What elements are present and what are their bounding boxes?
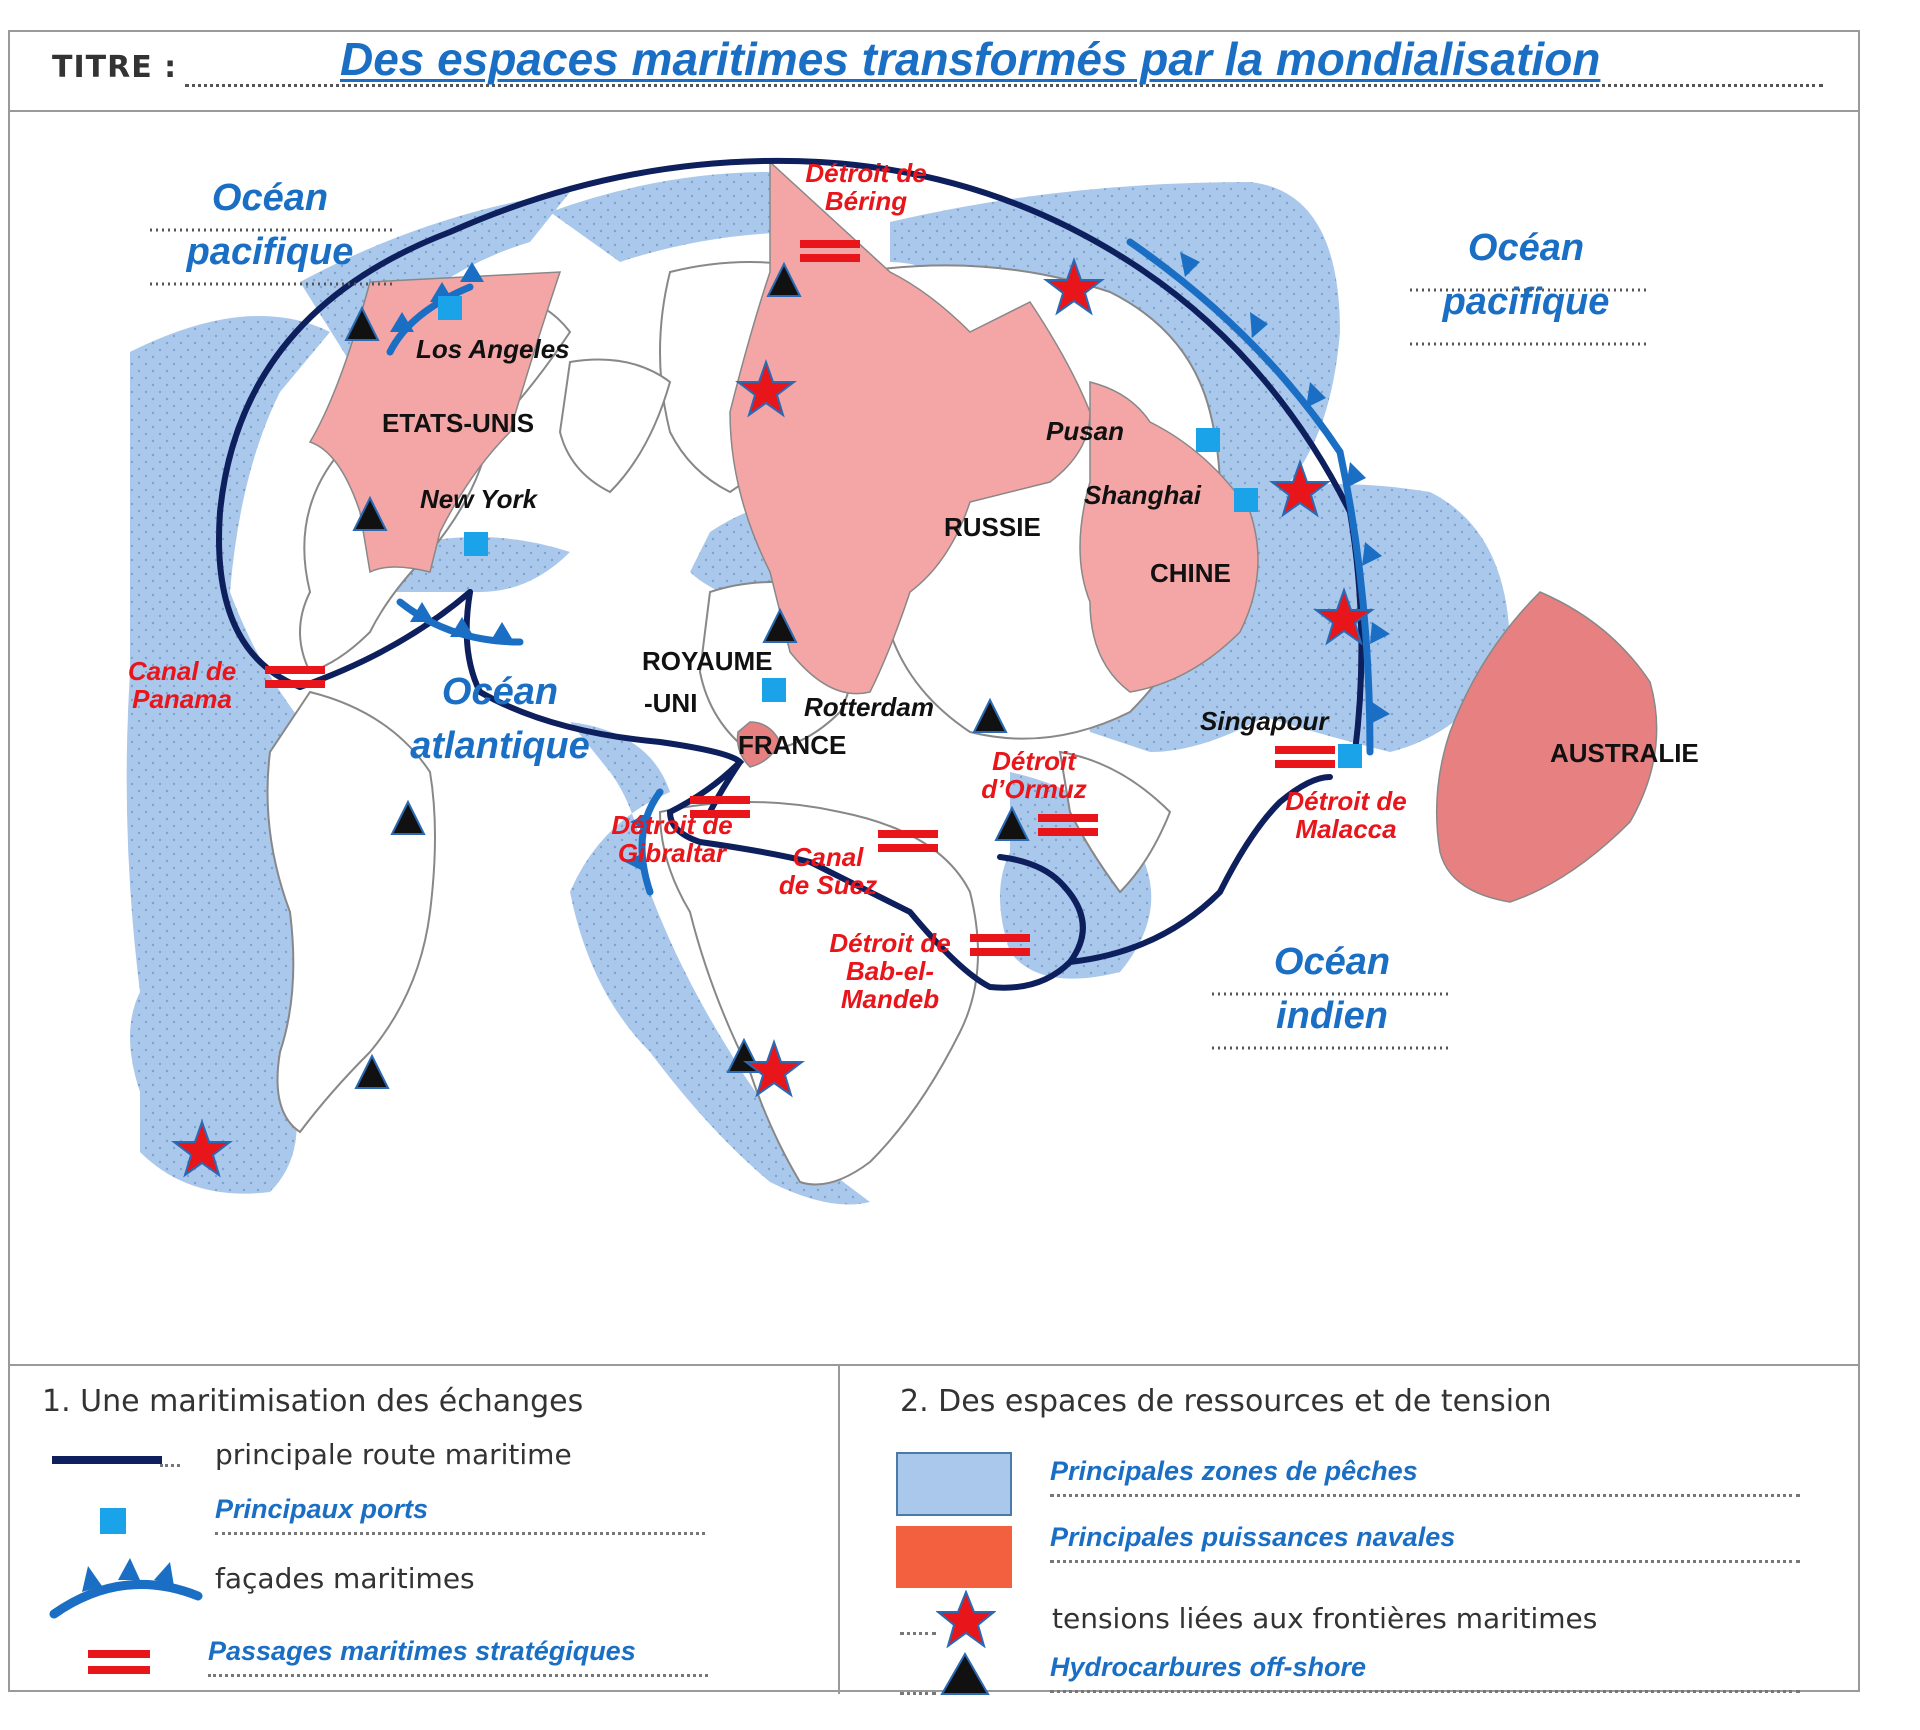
tension-stars <box>171 256 1375 1178</box>
legend-facades-label: façades maritimes <box>215 1562 475 1595</box>
ocean-label-indian-1: Océan <box>1274 941 1390 983</box>
port-label-pusan: Pusan <box>1046 416 1124 446</box>
strait-label-suez-2: de Suez <box>779 870 877 900</box>
legend-ports-label: Principaux ports <box>215 1494 429 1524</box>
strait-label-panama-1: Canal de <box>128 656 236 686</box>
legend-hydrocarbons-label: Hydrocarbures off-shore <box>1050 1652 1367 1682</box>
country-label-australie: AUSTRALIE <box>1550 738 1699 768</box>
port-label-shanghai: Shanghai <box>1084 480 1202 510</box>
country-label-chine: CHINE <box>1150 558 1231 588</box>
route-symbol <box>52 1456 162 1464</box>
strait-label-malacca-1: Détroit de <box>1285 786 1406 816</box>
strait-label-malacca-2: Malacca <box>1295 814 1396 844</box>
strait-label-bering-1: Détroit de <box>805 158 926 188</box>
ocean-label-pacific-west-1: Océan <box>212 177 328 219</box>
ocean-label-pacific-east-1: Océan <box>1468 227 1584 269</box>
naval-powers <box>308 160 1658 903</box>
country-label-usa: ETATS-UNIS <box>382 408 534 438</box>
strait-label-bering-2: Béring <box>825 186 907 216</box>
country-label-uk-1: ROYAUME <box>642 646 773 676</box>
tension-symbol <box>936 1590 996 1648</box>
map-sheet: TITRE : Des espaces maritimes transformé… <box>8 30 1860 1695</box>
port-labels: Los Angeles New York Rotterdam Pusan Sha… <box>416 334 1330 736</box>
legend-heading-1: 1. Une maritimisation des échanges <box>42 1384 584 1419</box>
country-label-uk-2: -UNI <box>644 688 697 718</box>
strait-labels: Détroit de Béring Canal de Panama Détroi… <box>128 158 1407 1014</box>
ocean-label-atlantic-2: atlantique <box>410 725 589 767</box>
naval-symbol <box>896 1526 1012 1588</box>
strait-label-gibraltar-2: Gibraltar <box>618 838 728 868</box>
strait-label-panama-2: Panama <box>132 684 232 714</box>
strait-label-bab-1: Détroit de <box>829 928 950 958</box>
country-label-france: FRANCE <box>738 730 846 760</box>
maritime-routes <box>216 157 1365 991</box>
title-dotted-line <box>185 84 1823 87</box>
ocean-label-pacific-east-2: pacifique <box>1442 281 1610 323</box>
fishing-symbol <box>896 1452 1012 1516</box>
port-label-new-york: New York <box>420 484 539 514</box>
ocean-dotted-lines <box>150 228 1650 1050</box>
ocean-labels: Océan pacifique Océan pacifique Océan at… <box>186 177 1610 1037</box>
strait-label-bab-3: Mandeb <box>841 984 939 1014</box>
hydrocarbon-markers <box>344 261 1030 1089</box>
country-labels: ETATS-UNIS ROYAUME -UNI FRANCE RUSSIE CH… <box>382 408 1699 768</box>
strategic-passages <box>265 240 1335 956</box>
passage-symbol <box>88 1650 150 1674</box>
legend-section-1: 1. Une maritimisation des échanges princ… <box>10 1366 840 1694</box>
ocean-label-atlantic-1: Océan <box>442 671 558 713</box>
map-title: Des espaces maritimes transformés par la… <box>340 33 1601 85</box>
legend-fishing-label: Principales zones de pêches <box>1050 1456 1418 1486</box>
legend-naval-label: Principales puissances navales <box>1050 1522 1456 1552</box>
port-label-rotterdam: Rotterdam <box>804 692 934 722</box>
facade-ticks <box>390 252 1390 872</box>
hydrocarbon-symbol <box>940 1652 990 1695</box>
ports <box>438 296 1362 768</box>
facade-symbol <box>49 1558 203 1619</box>
country-label-russie: RUSSIE <box>944 512 1041 542</box>
ocean-label-indian-2: indien <box>1276 995 1388 1037</box>
legend: 1. Une maritimisation des échanges princ… <box>10 1364 1860 1695</box>
title-label: TITRE : <box>52 50 178 85</box>
legend-heading-2: 2. Des espaces de ressources et de tensi… <box>900 1384 1552 1419</box>
ocean-label-pacific-west-2: pacifique <box>186 231 354 273</box>
strait-label-gibraltar-1: Détroit de <box>611 810 732 840</box>
legend-tensions-label: tensions liées aux frontières maritimes <box>1052 1602 1598 1635</box>
port-label-singapour: Singapour <box>1200 706 1330 736</box>
strait-label-ormuz-2: d’Ormuz <box>981 774 1086 804</box>
port-symbol <box>100 1508 126 1534</box>
strait-label-bab-2: Bab-el- <box>846 956 934 986</box>
world-map: Océan pacifique Océan pacifique Océan at… <box>126 157 1699 1205</box>
legend-route-label: principale route maritime <box>215 1438 572 1471</box>
legend-passages-label: Passages maritimes stratégiques <box>208 1636 636 1666</box>
title-bar: TITRE : Des espaces maritimes transformé… <box>10 32 1858 112</box>
strait-label-suez-1: Canal <box>793 842 865 872</box>
port-label-los-angeles: Los Angeles <box>416 334 570 364</box>
strait-label-ormuz-1: Détroit <box>992 746 1077 776</box>
legend-section-2: 2. Des espaces de ressources et de tensi… <box>840 1366 1860 1695</box>
